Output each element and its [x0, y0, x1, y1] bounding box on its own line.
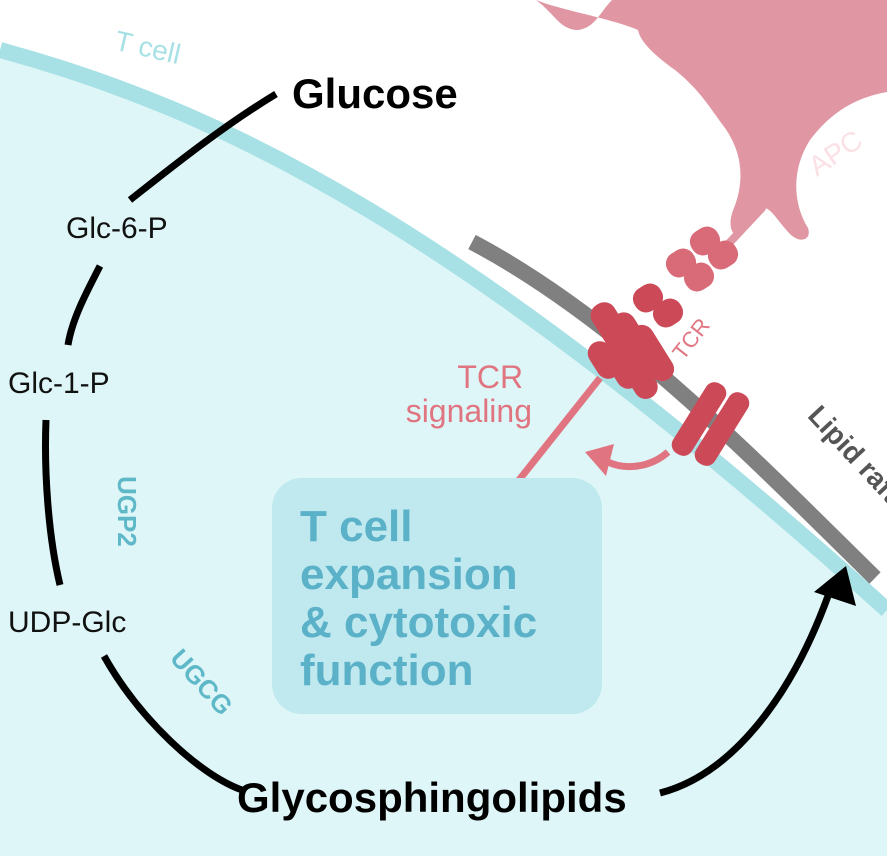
outcome-line-3: & cytotoxic	[300, 598, 537, 647]
tcr-signaling-label: TCR signaling	[406, 359, 532, 429]
glucose-label: Glucose	[292, 70, 458, 117]
pathway-lines	[42, 91, 832, 797]
outcome-line-4: function	[300, 646, 474, 695]
t-cell-label: T cell	[112, 25, 184, 70]
udp-glc-label: UDP-Glc	[8, 606, 126, 639]
glc-6-p-label: Glc-6-P	[66, 212, 168, 245]
glc-1-p-label: Glc-1-P	[8, 367, 110, 400]
raft-signal-arrowhead	[585, 444, 614, 476]
pathway-arrowhead	[814, 566, 856, 606]
outcome-line-2: expansion	[300, 550, 518, 599]
tcr-signaling-line-2: signaling	[406, 393, 532, 429]
raft-signal-arrow	[606, 449, 671, 471]
outcome-line-1: T cell	[300, 502, 413, 551]
tcr-complex	[587, 283, 684, 399]
ugp2-label: UGP2	[112, 476, 142, 547]
glycosphingolipids-label: Glycosphingolipids	[237, 774, 627, 821]
t-cell-body	[0, 50, 887, 856]
tcr-signaling-line-1: TCR	[457, 359, 523, 395]
lipid-raft	[468, 234, 881, 584]
outcome-text: T cell expansion & cytotoxic function	[300, 502, 549, 695]
raft-receptor	[671, 382, 750, 466]
lipid-raft-label: Lipid raft	[802, 399, 887, 508]
mhc-complex	[665, 226, 739, 292]
apc-shape	[536, 0, 887, 240]
outcome-box	[272, 478, 602, 714]
